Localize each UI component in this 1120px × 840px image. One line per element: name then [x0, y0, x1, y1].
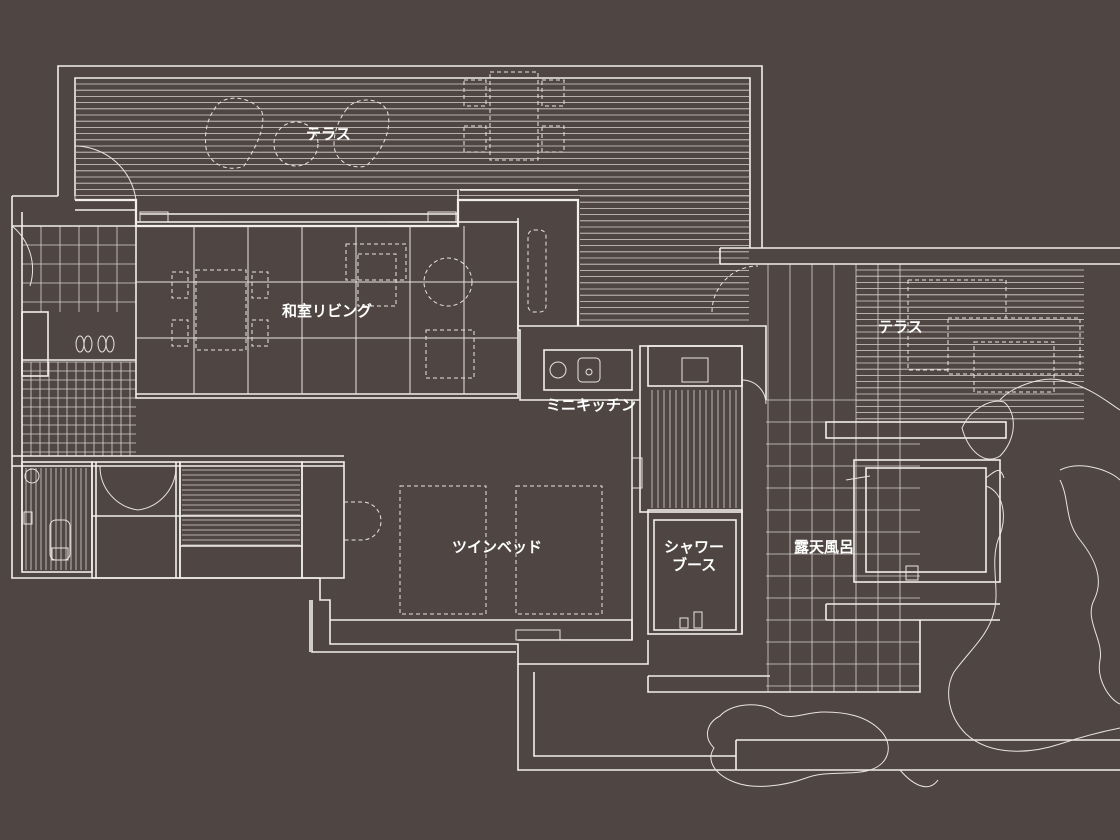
label-mini-kitchen: ミニキッチン: [546, 396, 636, 414]
toilet-fixture: [23, 468, 71, 561]
rock-edge: [985, 470, 1005, 479]
low-table-set: [171, 229, 547, 379]
engawa-strip: [139, 211, 457, 223]
label-twin-bed: ツインベッド: [452, 538, 542, 556]
label-shower-booth-2: ブース: [672, 556, 716, 574]
slippers: [75, 335, 115, 353]
label-open-air-bath: 露天風呂: [794, 538, 854, 556]
open-air-bath: [825, 421, 1007, 621]
label-terrace-right: テラス: [878, 318, 923, 336]
shower-room: [631, 345, 767, 635]
radiator-bottom: [515, 629, 561, 641]
door-swing-bath-1: [99, 465, 139, 511]
terrace-furniture-right: [907, 279, 1081, 393]
door-swing-entry: [74, 145, 137, 201]
twin-beds: [344, 485, 603, 615]
tatami-grid: [136, 226, 518, 394]
door-swing-bath-2: [137, 465, 177, 511]
door-swing-left: [11, 225, 34, 287]
terrace-decking-right: [25, 269, 1084, 570]
mini-kitchen-counter: [543, 349, 633, 391]
outer-walls: [11, 65, 1120, 771]
floor-tiles: [21, 225, 920, 692]
terrace-decking-top: [76, 83, 749, 321]
label-shower-booth-1: シャワー: [664, 538, 724, 556]
terrace-furniture-top: [205, 71, 759, 313]
entry-walls: [12, 225, 345, 579]
garden-rocks: [706, 378, 1120, 788]
label-terrace-top: テラス: [306, 125, 351, 143]
door-swing-shower: [741, 379, 767, 405]
label-washitsu-living: 和室リビング: [282, 302, 372, 320]
